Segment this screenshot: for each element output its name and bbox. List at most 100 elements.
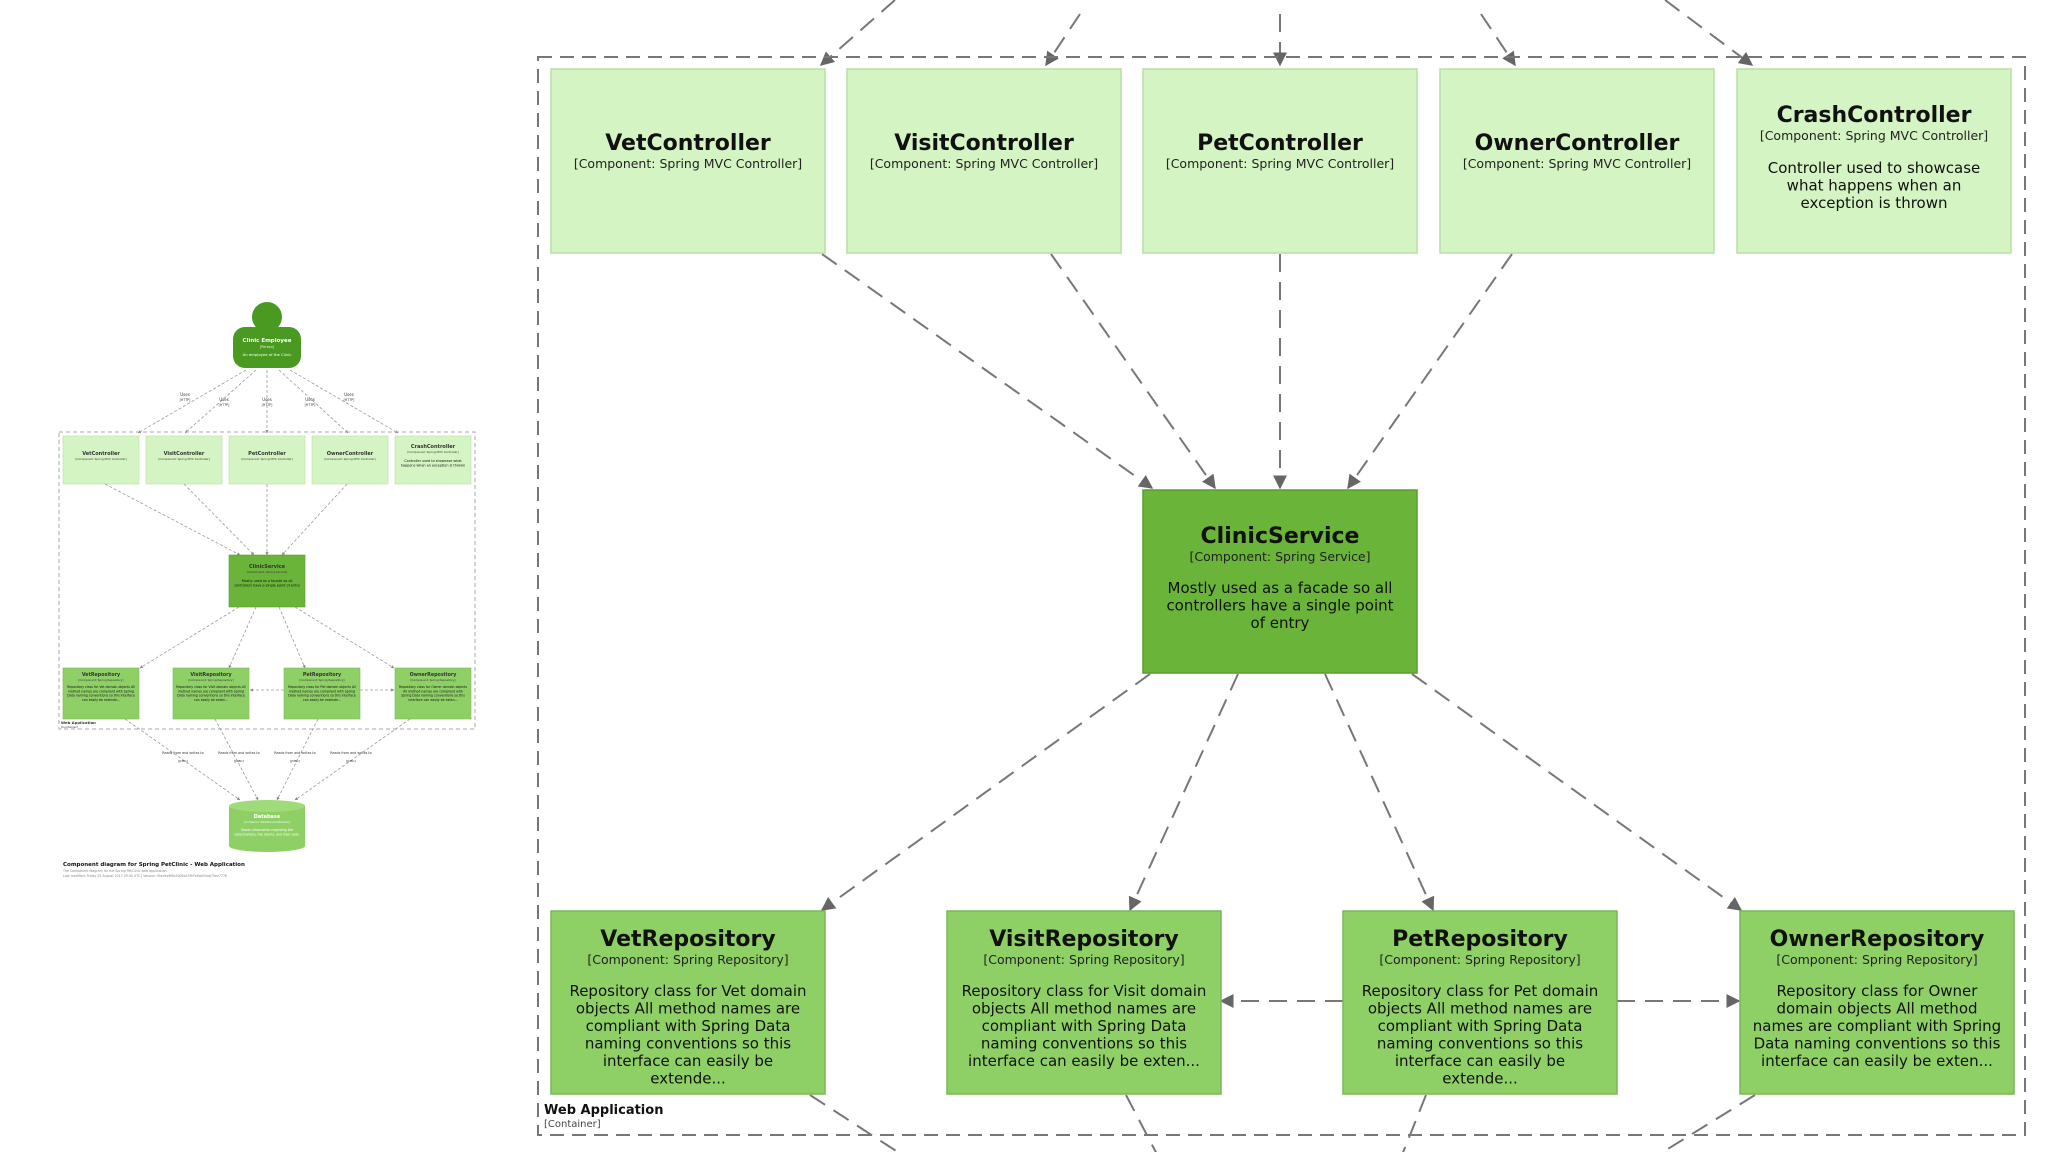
controller-visit-name: VisitController [894, 131, 1074, 156]
mini-repo-desc-3-text: Repository class for Pet domain objects … [288, 685, 356, 702]
controller-vet[interactable]: VetController [Component: Spring MVC Con… [550, 68, 826, 254]
clinic-service-name: ClinicService [1201, 524, 1360, 549]
mini-repositories: VetRepository [Component: Spring Reposit… [62, 667, 472, 720]
mini-repo-desc-1: Repository class for Vet domain objects … [67, 685, 135, 702]
mini-reads-tech-1: [JDBC] [178, 759, 188, 763]
mini-container-name: Web Application [61, 720, 96, 725]
controller-pet[interactable]: PetController [Component: Spring MVC Con… [1142, 68, 1418, 254]
mini-uses-label-3: Uses [262, 397, 272, 402]
mini-uses-tech-2: [HTTP] [219, 403, 230, 407]
mini-caption-title: Component diagram for Spring PetClinic -… [63, 862, 245, 868]
mini-uses-label-2: Uses [219, 397, 229, 402]
mini-database-type: [Container: Relational Database] [244, 820, 290, 824]
repository-pet-name: PetRepository [1392, 927, 1568, 952]
mini-container-boundary [58, 431, 476, 730]
controller-visit[interactable]: VisitController [Component: Spring MVC C… [846, 68, 1122, 254]
mini-controllers: VetController [Component: Spring MVC Con… [62, 435, 472, 485]
repository-vet[interactable]: VetRepository [Component: Spring Reposit… [550, 910, 826, 1095]
mini-uses-label-4: Uses [305, 397, 315, 402]
edges-repositories-to-database [809, 1094, 1756, 1152]
repository-owner-name: OwnerRepository [1770, 927, 1985, 952]
mini-person-type: [Person] [260, 345, 275, 349]
mini-repo-name-2: VisitRepository [190, 672, 232, 678]
diagram-overview-thumbnail[interactable]: Clinic Employee [Person] An employee of … [58, 302, 476, 878]
controller-vet-type: [Component: Spring MVC Controller] [574, 156, 802, 171]
mini-uses-label-5: Uses [344, 392, 354, 397]
controller-visit-type: [Component: Spring MVC Controller] [870, 156, 1098, 171]
repository-vet-type: [Component: Spring Repository] [587, 952, 788, 967]
controller-crash[interactable]: CrashController [Component: Spring MVC C… [1736, 68, 2012, 254]
controller-owner-name: OwnerController [1475, 131, 1680, 156]
mini-controller-type-1: [Component: Spring MVC Controller] [75, 457, 126, 461]
controller-crash-name: CrashController [1777, 103, 1972, 128]
mini-repo-type-2: [Component: Spring Repository] [188, 678, 233, 682]
edges-service-to-repositories [820, 673, 1743, 912]
repository-vet-name: VetRepository [600, 927, 775, 952]
mini-controller-name-3: PetController [248, 451, 286, 457]
mini-service: ClinicService [Component: Spring Service… [228, 554, 306, 608]
mini-uses-tech-3: [HTTP] [262, 403, 273, 407]
repository-visit[interactable]: VisitRepository [Component: Spring Repos… [946, 910, 1222, 1095]
mini-edges-uses [137, 369, 399, 434]
repository-pet-type: [Component: Spring Repository] [1379, 952, 1580, 967]
mini-reads-label-3: Reads from and writes to [274, 751, 315, 755]
mini-edges-calls [104, 483, 348, 556]
controller-pet-type: [Component: Spring MVC Controller] [1166, 156, 1394, 171]
mini-caption-line2: Last modified: Friday 25 August 2017 09:… [63, 874, 227, 878]
controller-owner-type: [Component: Spring MVC Controller] [1463, 156, 1691, 171]
mini-person-name: Clinic Employee [243, 338, 292, 344]
mini-uses-label-1: Uses [180, 392, 190, 397]
mini-controller-name-1: VetController [82, 451, 120, 457]
mini-controller-name-5: CrashController [411, 444, 456, 450]
mini-reads-label-4: Reads from and writes to [330, 751, 371, 755]
mini-uses-tech-4: [HTTP] [305, 403, 316, 407]
controller-owner[interactable]: OwnerController [Component: Spring MVC C… [1439, 68, 1715, 254]
mini-controller-type-4: [Component: Spring MVC Controller] [324, 457, 375, 461]
mini-reads-tech-4: [JDBC] [346, 759, 356, 763]
mini-person-clinic-employee: Clinic Employee [Person] An employee of … [233, 302, 301, 368]
mini-reads-tech-2: [JDBC] [234, 759, 244, 763]
mini-uses-labels: Uses [HTTP] Uses [HTTP] Uses [HTTP] Uses… [180, 392, 355, 407]
controller-crash-type: [Component: Spring MVC Controller] [1760, 128, 1988, 143]
mini-repo-desc-4: Repository class for Owner domain object… [399, 685, 467, 702]
container-type: [Container] [544, 1119, 601, 1130]
controller-vet-name: VetController [605, 131, 771, 156]
repository-owner[interactable]: OwnerRepository [Component: Spring Repos… [1739, 910, 2015, 1095]
mini-repo-desc-3: Repository class for Pet domain objects … [288, 685, 356, 702]
mini-repo-type-4: [Component: Spring Repository] [410, 678, 455, 682]
mini-repo-name-4: OwnerRepository [410, 672, 458, 678]
container-boundary [537, 56, 2026, 1136]
edges-controllers-to-service [821, 253, 1513, 490]
mini-edges-db [124, 718, 411, 801]
mini-person-desc: An employee of the Clinic [243, 352, 292, 357]
mini-controller-type-5: [Component: Spring MVC Controller] [407, 450, 458, 454]
mini-container-type: [Container] [61, 725, 78, 729]
mini-repo-desc-4-text: Repository class for Owner domain object… [399, 685, 467, 702]
mini-repo-desc-2: Repository class for Visit domain object… [176, 685, 246, 702]
repository-pet[interactable]: PetRepository [Component: Spring Reposit… [1342, 910, 1618, 1095]
mini-service-name: ClinicService [249, 564, 286, 570]
edges-incoming-uses [819, 0, 1754, 67]
mini-repo-desc-2-text: Repository class for Visit domain object… [176, 685, 246, 702]
mini-repo-name-1: VetRepository [82, 672, 121, 678]
mini-reads-labels: Reads from and writes to [JDBC] Reads fr… [162, 751, 371, 763]
mini-caption: Component diagram for Spring PetClinic -… [62, 862, 245, 878]
mini-controller-type-2: [Component: Spring MVC Controller] [158, 457, 209, 461]
repository-owner-type: [Component: Spring Repository] [1776, 952, 1977, 967]
clinic-service[interactable]: ClinicService [Component: Spring Service… [1142, 489, 1418, 674]
mini-repo-name-3: PetRepository [303, 672, 342, 678]
clinic-service-type: [Component: Spring Service] [1189, 549, 1370, 564]
mini-database-name: Database [254, 814, 281, 820]
repository-visit-type: [Component: Spring Repository] [983, 952, 1184, 967]
mini-uses-tech-1: [HTTP] [180, 398, 191, 402]
